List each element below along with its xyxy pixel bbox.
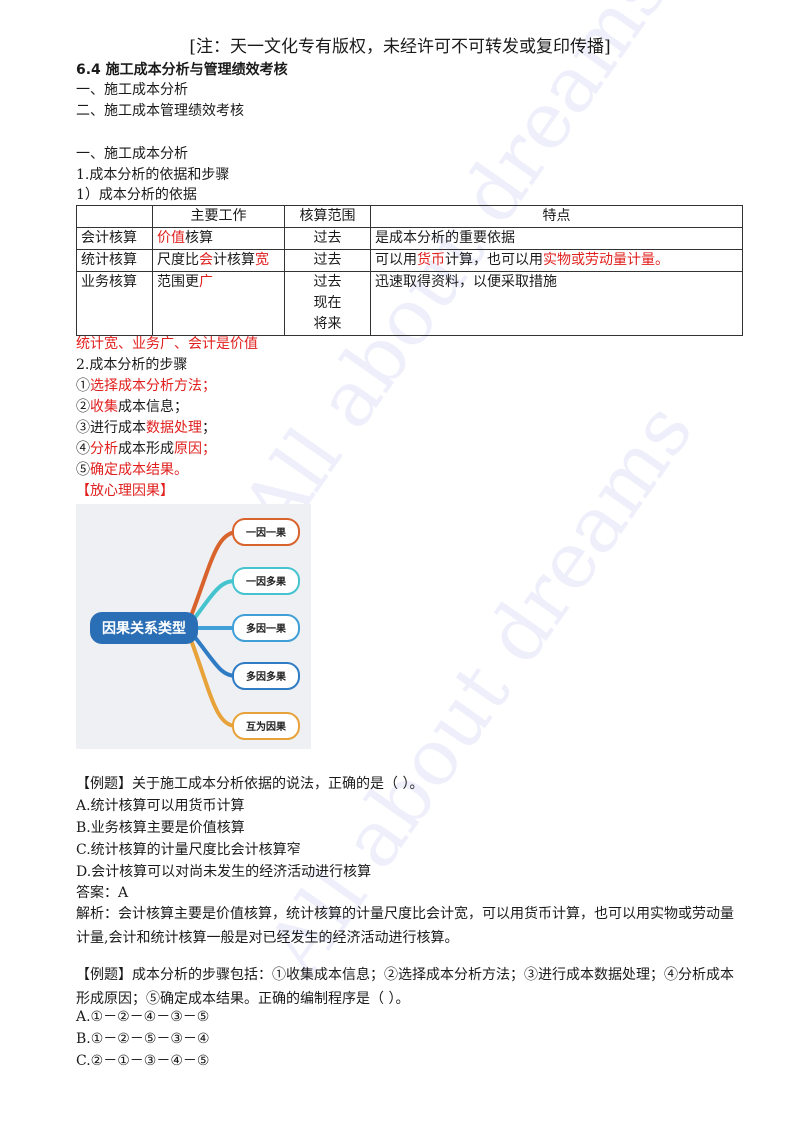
subheading-basis-steps: 1.成本分析的依据和步骤 [76, 167, 230, 183]
mindmap-node-label: 一因多果 [246, 575, 287, 588]
section-title: 6.4 施工成本分析与管理绩效考核 [76, 62, 288, 78]
step-text: 进行成本 [90, 420, 146, 436]
highlight-text: 确定成本结果 [90, 462, 174, 478]
step-tail: ； [202, 420, 216, 436]
step-tail: 成本信息； [118, 399, 188, 415]
subheading-steps: 2.成本分析的步骤 [76, 357, 188, 373]
highlight-text: 价值 [157, 230, 185, 246]
mindmap-node-label: 互为因果 [246, 720, 287, 733]
question-1-answer: 答案：A [76, 885, 129, 901]
cell-text: 核算 [185, 230, 213, 246]
table-row: 统计核算 尺度比会计核算宽 过去 可以用货币计算，也可以用实物或劳动量计量。 [76, 249, 743, 272]
highlight-text: 货币 [417, 252, 445, 268]
table-cell: 价值核算 [152, 227, 285, 250]
table-cell: 迅速取得资料，以便采取措施 [370, 271, 743, 336]
subheading-basis: 1）成本分析的依据 [76, 187, 197, 203]
question-1-analysis: 解析：会计核算主要是价值核算，统计核算的计量尺度比会计宽，可以用货币计算，也可以… [76, 906, 734, 946]
highlight-text: 收集 [90, 399, 118, 415]
table-cell: 统计核算 [76, 249, 153, 272]
table-header-cell [76, 205, 153, 228]
mindmap-node [232, 614, 300, 642]
mindmap-node-label: 多因一果 [246, 622, 287, 635]
step-tail: 。 [174, 462, 188, 478]
branch-line-5 [189, 639, 237, 728]
cell-text: 计核算 [213, 252, 255, 268]
cell-line: 将来 [313, 316, 342, 332]
step-number: ④ [76, 441, 90, 457]
step-3: ③进行成本数据处理； [76, 418, 216, 438]
highlight-text: 选择成本分析方法 [90, 378, 202, 394]
toc-item-2: 二、施工成本管理绩效考核 [76, 103, 244, 119]
step-text: 成本形成 [118, 441, 174, 457]
question-1-option-a: A.统计核算可以用货币计算 [76, 798, 245, 814]
table-cell: 过去 [284, 249, 371, 272]
table-cell: 业务核算 [76, 271, 153, 336]
step-number: ② [76, 399, 90, 415]
table-cell: 可以用货币计算，也可以用实物或劳动量计量。 [370, 249, 743, 272]
part1-title: 一、施工成本分析 [76, 146, 188, 162]
table-header-cell: 特点 [370, 205, 743, 228]
highlight-text: 会 [199, 252, 213, 268]
mnemonic-text: 统计宽、业务广、会计是价值 [76, 336, 258, 352]
cell-text: 计算，也可以用 [445, 252, 543, 268]
step-number: ⑤ [76, 462, 90, 478]
step-tail: ； [202, 441, 216, 457]
copyright-header: [注：天一文化专有版权，未经许可不可转发或复印传播] [189, 37, 611, 57]
question-2-option-b: B.①－②－⑤－③－④ [76, 1031, 210, 1047]
step-number: ① [76, 378, 90, 394]
table-cell: 范围更广 [152, 271, 285, 336]
table-row: 业务核算 范围更广 过去现在将来 迅速取得资料，以便采取措施 [76, 271, 743, 336]
mindmap-center-node [90, 612, 198, 644]
step-5: ⑤确定成本结果。 [76, 460, 188, 480]
question-2-option-a: A.①－②－④－③－⑤ [76, 1009, 210, 1025]
table-cell: 过去现在将来 [284, 271, 371, 336]
highlight-text: 分析 [90, 441, 118, 457]
mindmap-center-label: 因果关系类型 [102, 620, 186, 637]
highlight-text: 广 [199, 274, 213, 290]
table-header-cell: 主要工作 [152, 205, 285, 228]
table-cell: 会计核算 [76, 227, 153, 250]
table-row: 会计核算 价值核算 过去 是成本分析的重要依据 [76, 227, 743, 250]
mindmap-node-label: 多因多果 [246, 670, 287, 683]
analysis-basis-table: 主要工作 核算范围 特点 会计核算 价值核算 过去 是成本分析的重要依据 统计核… [76, 205, 743, 336]
toc-item-1: 一、施工成本分析 [76, 82, 188, 98]
step-number: ③ [76, 420, 90, 436]
table-header-row: 主要工作 核算范围 特点 [76, 205, 743, 228]
highlight-text: 宽 [255, 252, 269, 268]
mindmap-node [232, 662, 300, 690]
table-cell: 尺度比会计核算宽 [152, 249, 285, 272]
question-1-option-b: B.业务核算主要是价值核算 [76, 820, 245, 836]
question-2-stem: 【例题】成本分析的步骤包括：①收集成本信息；②选择成本分析方法；③进行成本数据处… [76, 967, 734, 1007]
step-4: ④分析成本形成原因； [76, 439, 216, 459]
watermark-lower: All about dreams [250, 387, 711, 992]
cause-effect-mindmap: 因果关系类型 一因一果 一因多果 多因一果 多因多果 互为因果 [76, 504, 311, 749]
question-1-option-d: D.会计核算可以对尚未发生的经济活动进行核算 [76, 864, 372, 880]
cell-text: 可以用 [375, 252, 417, 268]
question-2-option-c: C.②－①－③－④－⑤ [76, 1053, 210, 1069]
question-1-option-c: C.统计核算的计量尺度比会计核算窄 [76, 842, 301, 858]
mindmap-node [232, 712, 300, 740]
cell-line: 过去 [313, 274, 342, 290]
bracket-title: 【放心理因果】 [76, 483, 174, 499]
question-1-stem: 【例题】关于施工成本分析依据的说法，正确的是（ ）。 [76, 776, 424, 792]
highlight-text: 实物或劳动量计量。 [543, 252, 669, 268]
mindmap-node [232, 518, 300, 546]
step-tail: ； [202, 378, 216, 394]
highlight-text: 数据处理 [146, 420, 202, 436]
table-cell: 是成本分析的重要依据 [370, 227, 743, 250]
cell-text: 尺度比 [157, 252, 199, 268]
mindmap-node-label: 一因一果 [246, 527, 287, 539]
highlight-text: 原因 [174, 441, 202, 457]
mindmap-node [232, 567, 300, 595]
cell-line: 现在 [313, 295, 342, 311]
step-2: ②收集成本信息； [76, 397, 188, 417]
table-cell: 过去 [284, 227, 371, 250]
step-1: ①选择成本分析方法； [76, 376, 216, 396]
cell-text: 范围更 [157, 274, 199, 290]
branch-line-1 [189, 530, 237, 617]
table-header-cell: 核算范围 [284, 205, 371, 228]
